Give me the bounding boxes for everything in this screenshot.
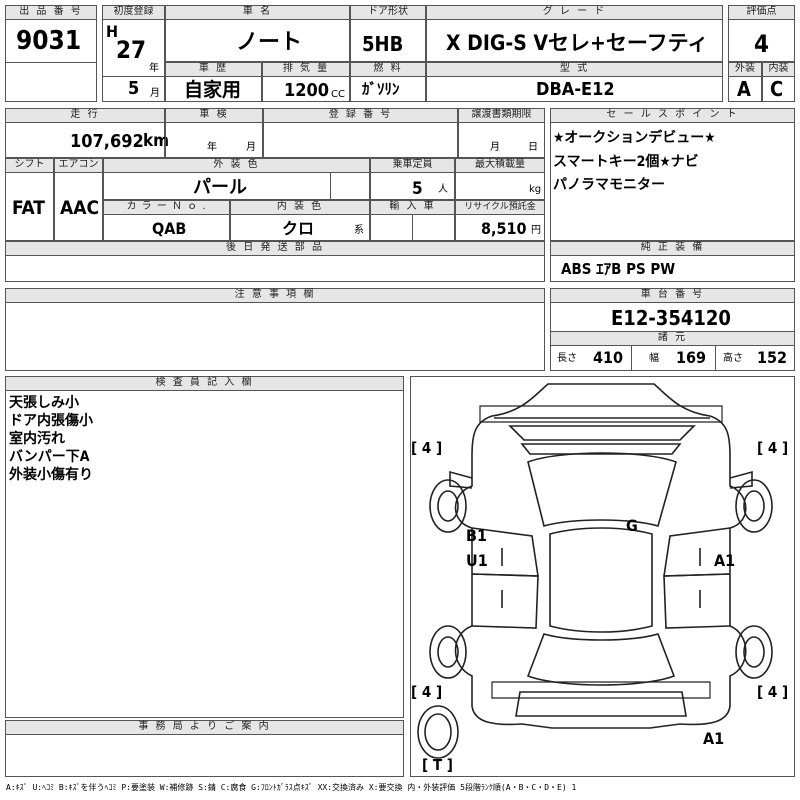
interior-color: クロ <box>282 219 315 238</box>
mileage: 107,692 <box>70 131 144 152</box>
later-parts-label: 後 日 発 送 部 品 <box>5 241 545 256</box>
damage-mark: U1 <box>466 551 488 570</box>
damage-mark: G <box>626 516 638 535</box>
tire-rear-right: [ 4 ] <box>757 683 789 701</box>
score-label: 評価点 <box>728 5 795 20</box>
fuel-label: 燃 料 <box>350 62 426 77</box>
transfer-day-unit: 日 <box>528 142 538 153</box>
grade: X DIG-S Vセレ+セーフティ <box>446 31 709 55</box>
car-name-label: 車 名 <box>165 5 350 20</box>
displacement-label: 排 気 量 <box>262 62 350 77</box>
length-label: 長さ <box>557 353 577 364</box>
history-label: 車 歴 <box>165 62 262 77</box>
inspector-line: 外装小傷有り <box>9 467 93 483</box>
color-label: 外 装 色 <box>103 158 370 173</box>
displacement-unit: CC <box>331 89 345 100</box>
lot-number-label: 出 品 番 号 <box>5 5 97 20</box>
notes-label: 注 意 事 項 欄 <box>5 288 545 303</box>
model: DBA-E12 <box>536 79 615 100</box>
height: 152 <box>757 348 788 367</box>
color: パール <box>193 177 247 198</box>
tire-front-right: [ 4 ] <box>757 439 789 457</box>
inspector-line: 室内汚れ <box>9 431 65 447</box>
sales-point-line: スマートキー2個★ナビ <box>553 154 699 170</box>
shift-label: シフト <box>5 158 54 173</box>
capacity-label: 乗車定員 <box>370 158 455 173</box>
inspector-line: バンパー下A <box>9 449 90 465</box>
interior-grade: C <box>770 77 784 101</box>
inspection-month-unit: 月 <box>246 142 256 153</box>
damage-mark: A1 <box>703 729 725 748</box>
length: 410 <box>593 348 624 367</box>
month-unit: 月 <box>150 88 160 99</box>
legend: A:ｷｽﾞ U:ﾍｺﾐ B:ｷｽﾞを伴うﾍｺﾐ P:要塗装 W:補修跡 S:錆 … <box>6 783 577 792</box>
recycle-label: リサイクル預託金 <box>455 200 545 215</box>
recycle-fee: 8,510 <box>481 219 527 238</box>
color-no-label: カ ラ ー Ｎ ｏ . <box>103 200 230 215</box>
inspection-year-unit: 年 <box>207 142 217 153</box>
inspector-line: 天張しみ小 <box>9 395 79 411</box>
interior-label: 内装 <box>762 62 795 77</box>
reg-number-label: 登 録 番 号 <box>263 108 458 123</box>
car-diagram <box>417 383 773 759</box>
model-label: 型 式 <box>426 62 723 77</box>
recycle-unit: 円 <box>531 225 541 236</box>
width-label: 幅 <box>649 353 659 364</box>
aircon: AAC <box>60 197 100 219</box>
inspection-label: 車 検 <box>165 108 263 123</box>
sales-points-box <box>550 108 795 241</box>
equipment: ABS ｴｱB PS PW <box>561 260 676 278</box>
chassis-number: E12-354120 <box>611 306 731 330</box>
sales-points-label: セ ー ル ス ポ イ ン ト <box>550 108 795 123</box>
load-label: 最大積載量 <box>455 158 545 173</box>
interior-color-unit: 系 <box>354 225 364 236</box>
first-registration-label: 初度登録 <box>102 5 165 20</box>
grade-label: グ レ ー ド <box>426 5 723 20</box>
aircon-label: エアコン <box>54 158 103 173</box>
exterior-grade: A <box>737 77 751 101</box>
load-unit: kg <box>529 184 542 195</box>
displacement: 1200 <box>284 80 330 101</box>
registration-month: 5 <box>128 78 140 99</box>
inspector-label: 検 査 員 記 入 欄 <box>5 376 404 391</box>
lot-number: 9031 <box>16 26 82 56</box>
transfer-label: 譲渡書類期限 <box>458 108 545 123</box>
era: H <box>106 22 119 41</box>
sales-point-line: ★オークションデビュー★ <box>553 130 716 146</box>
door-type: 5HB <box>362 32 404 56</box>
capacity-unit: 人 <box>438 184 448 195</box>
score: 4 <box>754 30 770 58</box>
damage-mark: B1 <box>466 526 487 545</box>
import-label: 輸 入 車 <box>370 200 455 215</box>
car-name: ノート <box>236 30 303 55</box>
dims-label: 諸 元 <box>550 331 795 346</box>
year-unit: 年 <box>149 63 159 74</box>
transfer-month-unit: 月 <box>490 142 500 153</box>
mileage-unit: km <box>143 131 170 151</box>
inspector-line: ドア内張傷小 <box>9 413 93 429</box>
interior-color-label: 内 装 色 <box>230 200 370 215</box>
fuel: ｶﾞｿﾘﾝ <box>362 80 400 98</box>
office-label: 事 務 局 よ り ご 案 内 <box>5 720 404 735</box>
color-no: QAB <box>152 219 187 238</box>
shift: FAT <box>12 197 45 219</box>
height-label: 高さ <box>723 353 743 364</box>
mileage-label: 走 行 <box>5 108 165 123</box>
tire-front-left: [ 4 ] <box>411 439 443 457</box>
spare-tire: [ T ] <box>422 756 453 774</box>
door-label: ドア形状 <box>350 5 426 20</box>
history: 自家用 <box>184 79 242 101</box>
sales-point-line: パノラマモニター <box>553 177 665 193</box>
exterior-label: 外装 <box>728 62 762 77</box>
capacity: 5 <box>412 179 423 199</box>
tire-rear-left: [ 4 ] <box>411 683 443 701</box>
damage-mark: A1 <box>714 551 736 570</box>
width: 169 <box>676 348 707 367</box>
equipment-label: 純 正 装 備 <box>550 241 795 256</box>
registration-year: 27 <box>116 36 147 64</box>
chassis-label: 車 台 番 号 <box>550 288 795 303</box>
car-diagram-box <box>410 376 795 777</box>
